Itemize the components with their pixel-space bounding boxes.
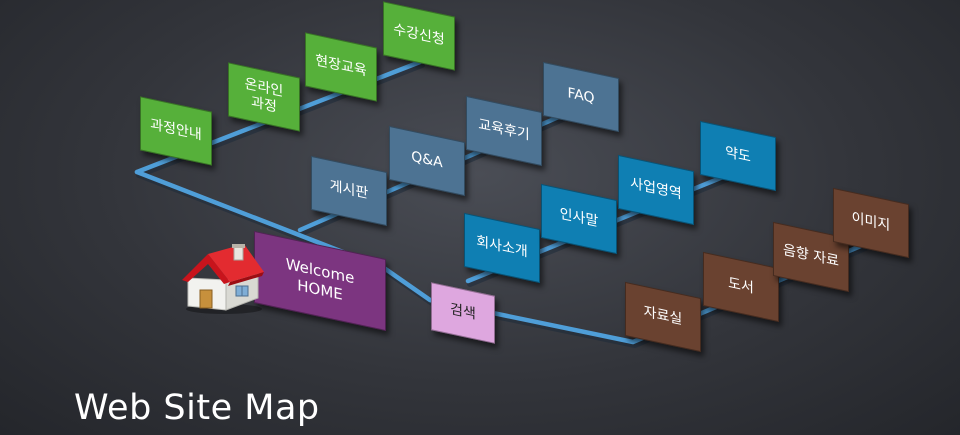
house-icon [182,244,264,314]
page-title: Web Site Map [74,388,320,428]
